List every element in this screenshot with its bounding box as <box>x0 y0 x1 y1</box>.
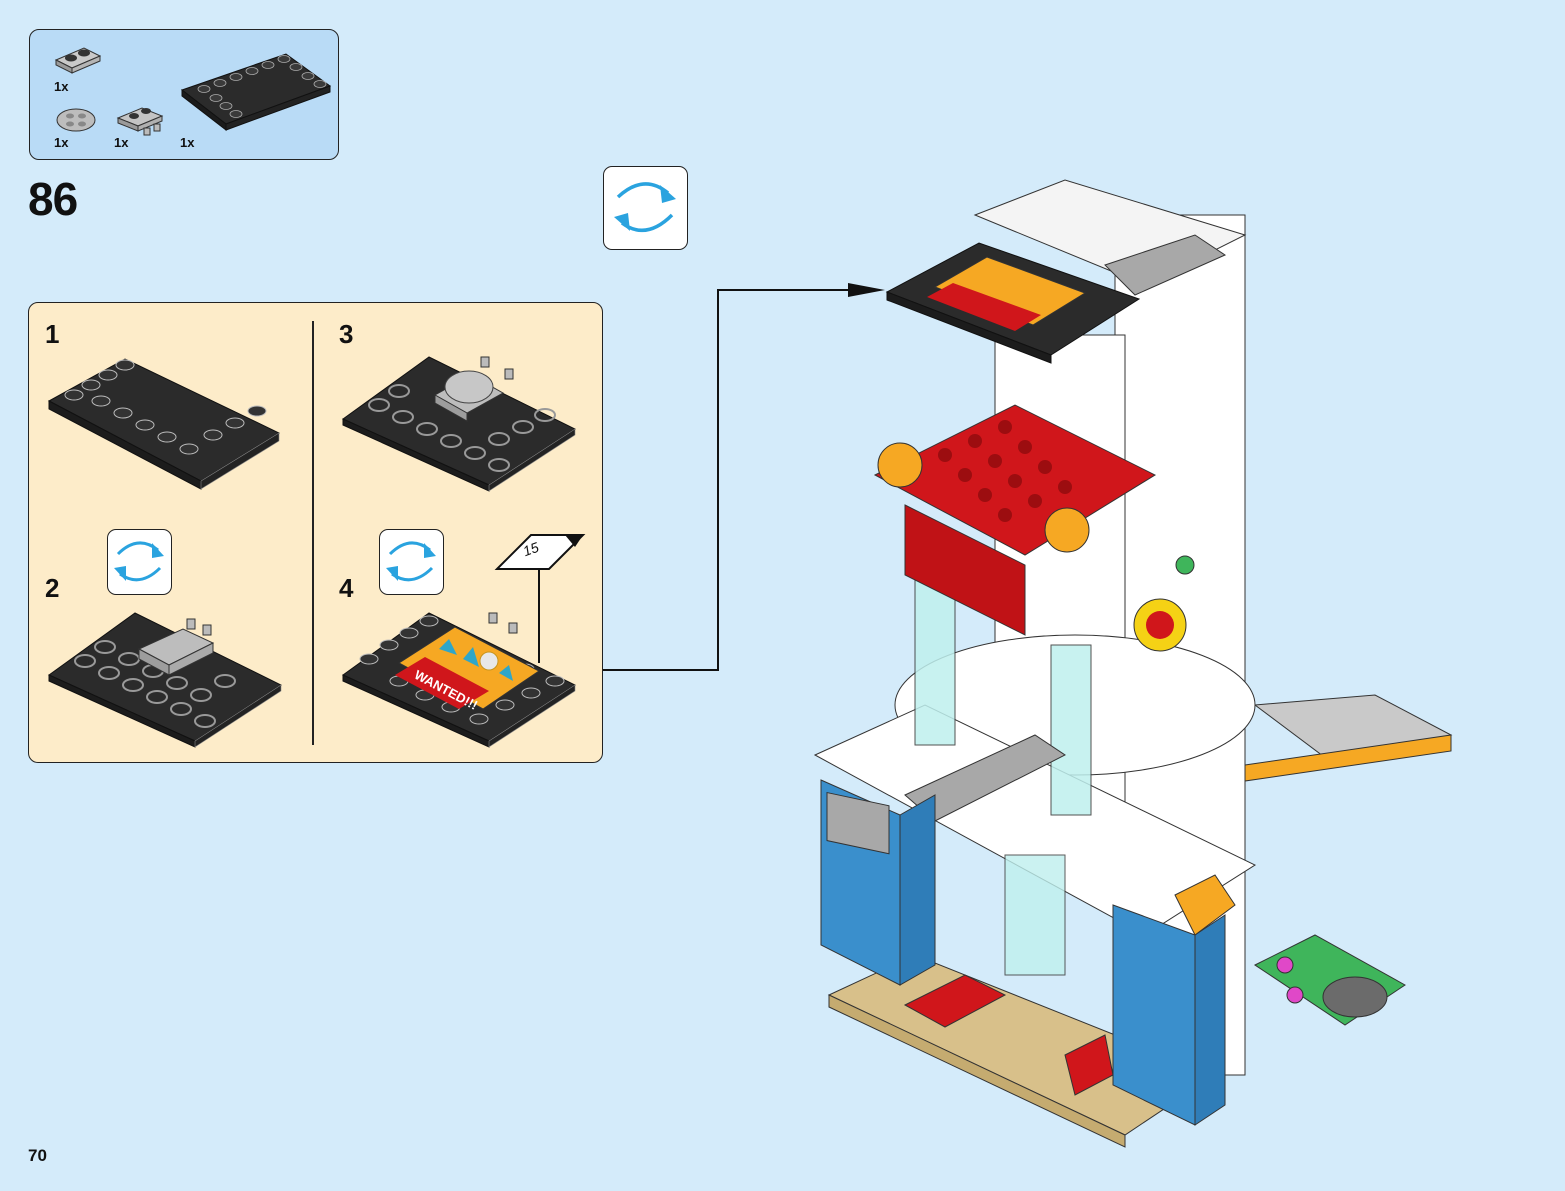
substep-number: 2 <box>45 573 60 603</box>
part-quantity: 1x <box>180 135 195 150</box>
red-platform <box>873 404 1157 636</box>
top-white-platform <box>973 179 1247 296</box>
part-plate-with-clips <box>116 107 164 136</box>
rotate-model-icon <box>114 541 164 582</box>
trans-clear-pillars <box>914 574 1092 976</box>
green-stud <box>1175 555 1195 575</box>
part-plate-1x2 <box>54 47 102 74</box>
main-model-illustration <box>813 179 1453 1148</box>
substeps-panel: 1 2 <box>28 302 603 763</box>
part-quantity: 1x <box>54 79 69 94</box>
rotate-model-callout <box>603 166 688 250</box>
substep-2-illustration <box>48 612 283 748</box>
substep-number: 4 <box>339 573 354 603</box>
page-number: 70 <box>28 1146 47 1165</box>
parts-list-callout: 1x 1x 1x 1x <box>29 29 339 160</box>
rotate-model-callout <box>379 529 444 595</box>
flower-piece <box>1276 956 1294 974</box>
step-number: 86 <box>28 173 78 225</box>
new-black-tile <box>885 242 1141 364</box>
part-quantity: 1x <box>54 135 69 150</box>
substeps-divider <box>312 321 314 745</box>
substep-4-illustration: WANTED!!! <box>342 612 577 748</box>
sticker-icon <box>494 534 586 663</box>
part-tile-4x6 <box>180 53 332 132</box>
substep-1-illustration <box>47 358 281 490</box>
substep-number: 1 <box>45 319 60 349</box>
substep-3-illustration <box>342 356 577 492</box>
assembly-arrow <box>603 283 885 671</box>
part-round-plate-2x2 <box>56 108 96 132</box>
red-floor-tile <box>903 974 1007 1028</box>
right-blue-cabinets <box>1112 874 1236 1126</box>
part-quantity: 1x <box>114 135 129 150</box>
red-floor-tile <box>1064 1034 1114 1096</box>
star-tile <box>877 442 923 488</box>
rotate-model-callout <box>107 529 172 595</box>
rotate-model-icon <box>614 182 676 233</box>
round-grey-piece <box>1322 976 1388 1018</box>
green-plate <box>1254 934 1406 1026</box>
flower-piece <box>1286 986 1304 1004</box>
substep-number: 3 <box>339 319 354 349</box>
arrow-head-icon <box>848 283 885 297</box>
rotate-model-icon <box>386 541 436 582</box>
sticker-callout: 15 <box>494 533 586 663</box>
left-blue-cabinets <box>820 779 936 986</box>
ramp-piece <box>1244 694 1453 782</box>
star-tile <box>1044 507 1090 553</box>
